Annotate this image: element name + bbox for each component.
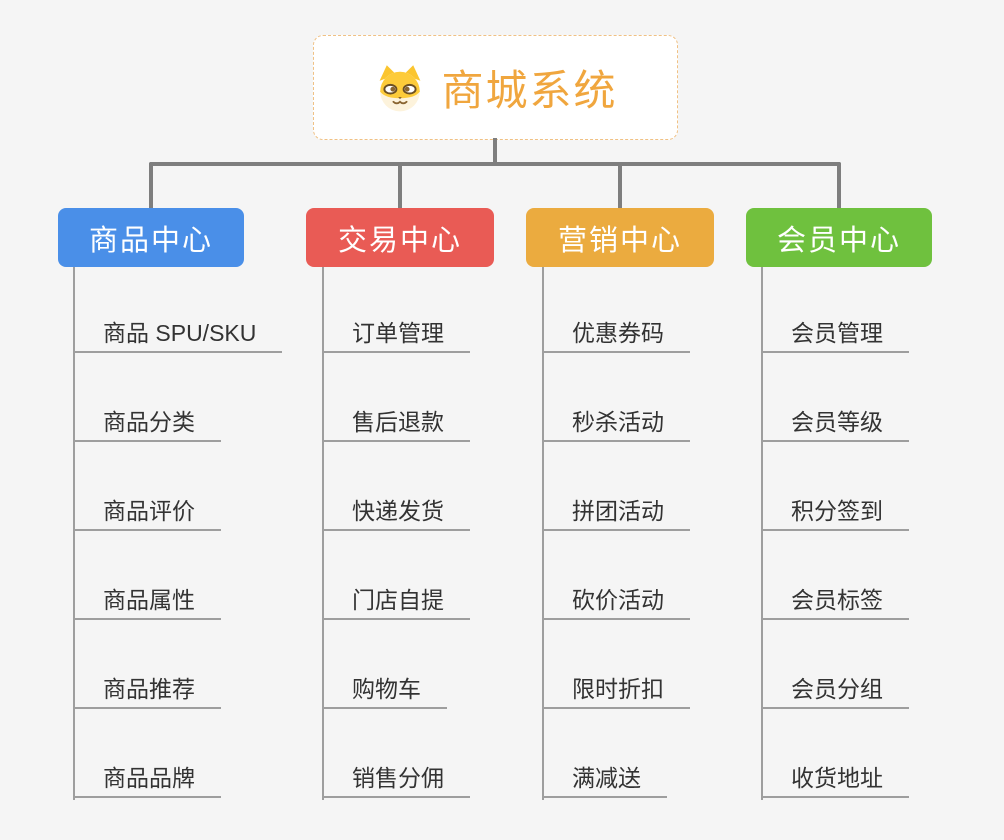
branch-node-member-center[interactable]: 会员中心 xyxy=(746,208,932,267)
subtopic-node[interactable]: 砍价活动 xyxy=(542,582,690,620)
subtopic-node[interactable]: 售后退款 xyxy=(322,404,470,442)
root-topic-node[interactable]: 商城系统 xyxy=(313,35,678,140)
connector-drop-1 xyxy=(149,162,153,210)
branch-node-marketing-center[interactable]: 营销中心 xyxy=(526,208,714,267)
subtopic-node[interactable]: 会员标签 xyxy=(761,582,909,620)
subtopic-node[interactable]: 门店自提 xyxy=(322,582,470,620)
subtopic-node[interactable]: 秒杀活动 xyxy=(542,404,690,442)
subtopic-node[interactable]: 拼团活动 xyxy=(542,493,690,531)
subtopic-node[interactable]: 商品推荐 xyxy=(73,671,221,709)
subtopic-node[interactable]: 会员分组 xyxy=(761,671,909,709)
branch-node-trade-center[interactable]: 交易中心 xyxy=(306,208,494,267)
subtopic-node[interactable]: 收货地址 xyxy=(761,760,909,798)
connector-drop-4 xyxy=(837,162,841,210)
subtopic-node[interactable]: 商品分类 xyxy=(73,404,221,442)
connector-drop-2 xyxy=(398,162,402,210)
subtopic-node[interactable]: 积分签到 xyxy=(761,493,909,531)
subtopic-node[interactable]: 会员等级 xyxy=(761,404,909,442)
subtopic-node[interactable]: 满减送 xyxy=(542,760,667,798)
subtopic-node[interactable]: 快递发货 xyxy=(322,493,470,531)
branch-node-product-center[interactable]: 商品中心 xyxy=(58,208,244,267)
subtopic-node[interactable]: 商品评价 xyxy=(73,493,221,531)
branch-trunk-product-center xyxy=(73,267,75,800)
shiba-dog-icon xyxy=(373,64,427,112)
connector-root-stub xyxy=(493,138,497,166)
subtopic-node[interactable]: 会员管理 xyxy=(761,315,909,353)
root-topic-title: 商城系统 xyxy=(441,67,618,114)
connector-bus xyxy=(149,162,841,166)
branch-trunk-marketing-center xyxy=(542,267,544,800)
subtopic-node[interactable]: 销售分佣 xyxy=(322,760,470,798)
subtopic-node[interactable]: 商品品牌 xyxy=(73,760,221,798)
subtopic-node[interactable]: 限时折扣 xyxy=(542,671,690,709)
subtopic-node[interactable]: 购物车 xyxy=(322,671,447,709)
subtopic-node[interactable]: 商品 SPU/SKU xyxy=(73,315,283,353)
branch-trunk-member-center xyxy=(761,267,763,800)
subtopic-node[interactable]: 优惠券码 xyxy=(542,315,690,353)
connector-drop-3 xyxy=(618,162,622,210)
subtopic-node[interactable]: 订单管理 xyxy=(322,315,470,353)
subtopic-node[interactable]: 商品属性 xyxy=(73,582,221,620)
branch-trunk-trade-center xyxy=(322,267,324,800)
